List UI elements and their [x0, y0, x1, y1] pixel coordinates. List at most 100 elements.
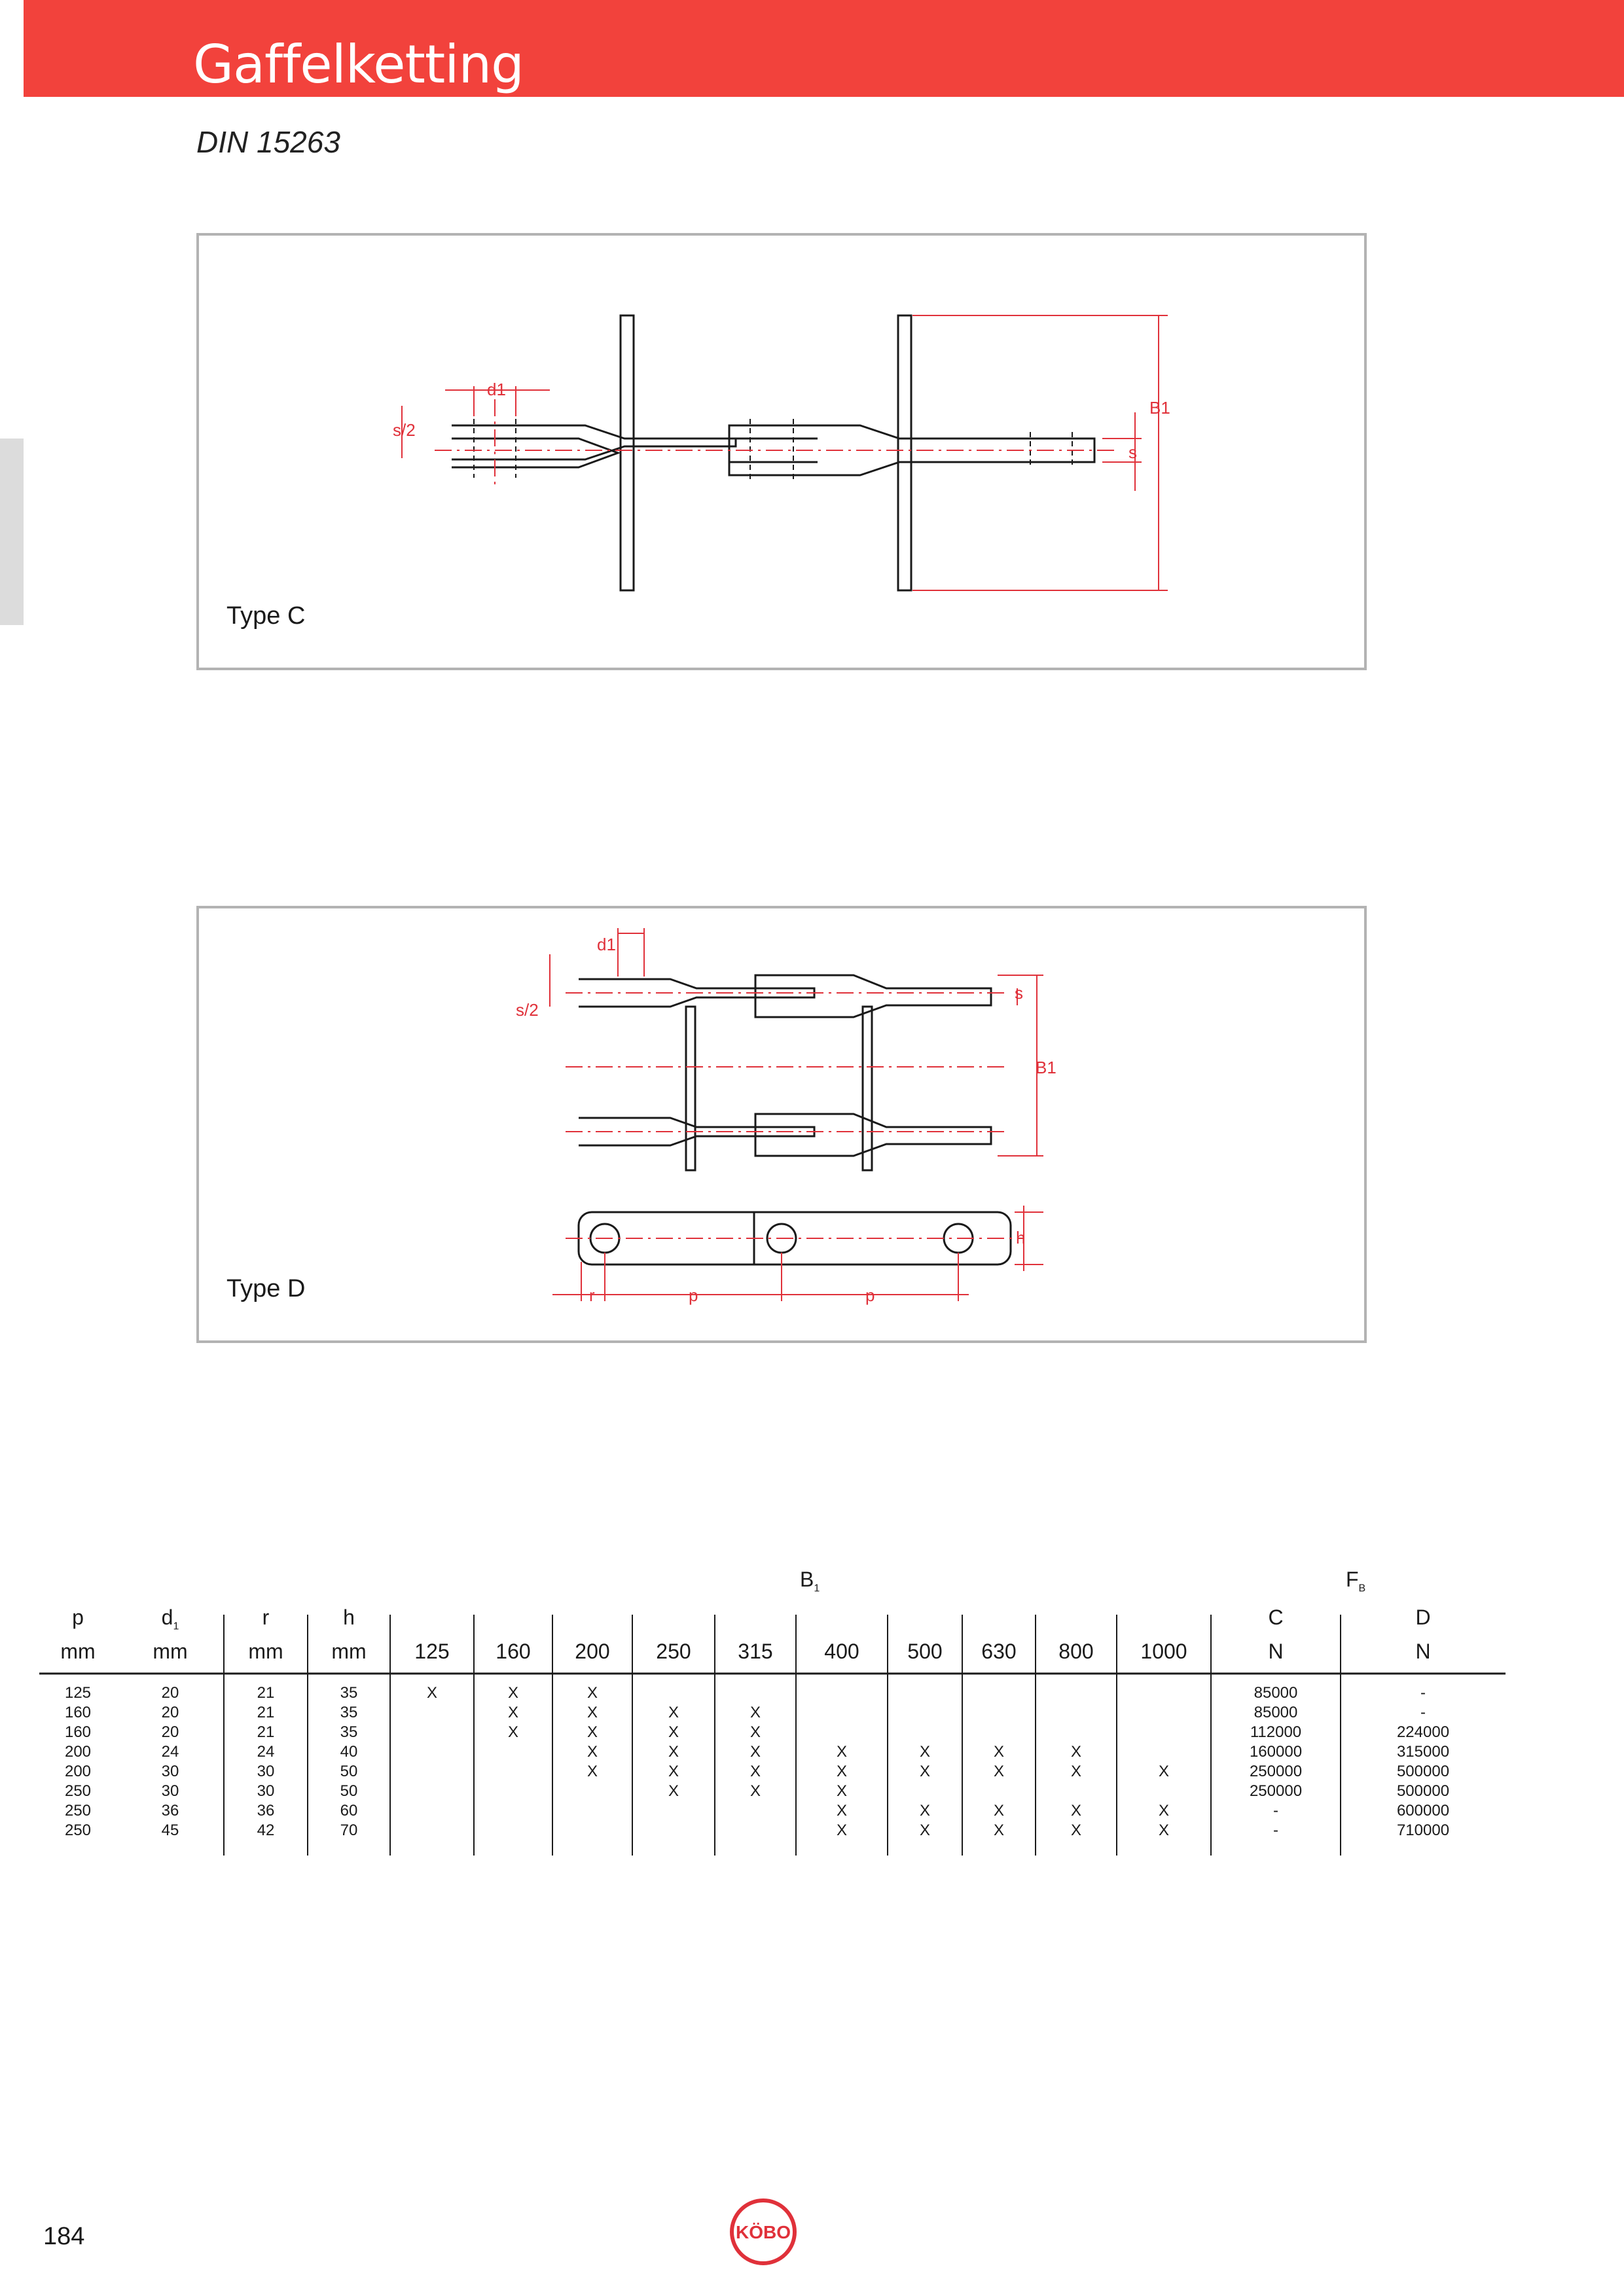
table-cell: 160 — [64, 1704, 92, 1721]
dim-b1-d: B1 — [1036, 1058, 1056, 1077]
table-cell: 21 — [257, 1723, 275, 1741]
table-cell: 20 — [161, 1684, 179, 1702]
table-cell: X — [668, 1704, 679, 1721]
table-cell: - — [1420, 1704, 1426, 1721]
header-bar — [24, 0, 1624, 97]
table-cell: X — [749, 1723, 761, 1741]
table-cell: X — [749, 1743, 761, 1761]
dim-s-c: s — [1128, 442, 1137, 462]
header-symbol-text: r — [262, 1605, 270, 1629]
group-fb-label: FB — [1346, 1568, 1365, 1594]
dim-b1-c: B1 — [1149, 398, 1170, 418]
table-cell: X — [1070, 1763, 1081, 1780]
header-unit: N — [1268, 1640, 1284, 1663]
dim-s2-c: s/2 — [393, 420, 416, 440]
table-cell: 70 — [340, 1821, 358, 1839]
header-unit: 400 — [824, 1640, 859, 1663]
dim-s2-d: s/2 — [516, 1000, 539, 1020]
header-unit: 800 — [1058, 1640, 1094, 1663]
table-cell: 20 — [161, 1704, 179, 1721]
header-symbol-text: p — [72, 1605, 84, 1629]
table-cell: X — [993, 1821, 1004, 1839]
table-cell: X — [668, 1763, 679, 1780]
table-cell: X — [1158, 1802, 1169, 1820]
dim-d1-d: d1 — [597, 935, 616, 954]
table-cell: X — [836, 1743, 847, 1761]
table-cell: X — [749, 1782, 761, 1800]
table-cell: 160000 — [1249, 1743, 1303, 1761]
table-cell: X — [919, 1802, 930, 1820]
header-symbol: d1 — [117, 1605, 224, 1632]
header-symbol: C — [1211, 1605, 1341, 1630]
table-cell: X — [1158, 1821, 1169, 1839]
table-cell: 35 — [340, 1723, 358, 1741]
group-fb-sub: B — [1358, 1583, 1366, 1594]
header-unit: 630 — [981, 1640, 1017, 1663]
header-symbol-text: h — [343, 1605, 355, 1629]
header-unit: 200 — [575, 1640, 610, 1663]
page-number: 184 — [43, 2223, 85, 2250]
table-cell: 50 — [340, 1763, 358, 1780]
table-cell: - — [1420, 1684, 1426, 1702]
table-cell: 42 — [257, 1821, 275, 1839]
header-unit: 250 — [656, 1640, 691, 1663]
table-cell: 50 — [340, 1782, 358, 1800]
table-cell: - — [1273, 1821, 1278, 1839]
table-cell: 250000 — [1249, 1782, 1303, 1800]
side-view-plate — [577, 1211, 1012, 1266]
table-cell: 250 — [64, 1802, 92, 1820]
table-cell: X — [749, 1763, 761, 1780]
table-cell: X — [919, 1763, 930, 1780]
header-symbol: r — [224, 1605, 308, 1630]
table-cell: 40 — [340, 1743, 358, 1761]
table-cell: 35 — [340, 1704, 358, 1721]
table-cell: 60 — [340, 1802, 358, 1820]
table-cell: 160 — [64, 1723, 92, 1741]
table-cell: 85000 — [1254, 1704, 1298, 1721]
header-unit: mm — [331, 1640, 367, 1663]
header-symbol-text: D — [1415, 1605, 1431, 1629]
header-unit: 315 — [738, 1640, 773, 1663]
table-cell: X — [836, 1782, 847, 1800]
table-cell: - — [1273, 1802, 1278, 1820]
group-b1-sub: 1 — [814, 1583, 820, 1594]
table-cell: X — [586, 1743, 598, 1761]
page-title: Gaffelketting — [193, 34, 524, 95]
table-cell: 30 — [161, 1782, 179, 1800]
table-cell: 36 — [161, 1802, 179, 1820]
header-unit: 125 — [414, 1640, 450, 1663]
table-cell: 710000 — [1396, 1821, 1450, 1839]
bottom-strand-right — [754, 1113, 992, 1157]
fork-link-middle — [728, 424, 1096, 476]
table-cell: 24 — [161, 1743, 179, 1761]
dim-h: h — [1016, 1228, 1025, 1247]
table-cell: X — [919, 1743, 930, 1761]
page-subtitle: DIN 15263 — [196, 125, 340, 159]
table-cell: 250 — [64, 1782, 92, 1800]
dim-p-1: p — [689, 1285, 698, 1305]
type-d-drawing: d1 s/2 B1 s h r p p — [516, 928, 1056, 1305]
table-cell: X — [1070, 1821, 1081, 1839]
table-cell: 85000 — [1254, 1684, 1298, 1702]
group-fb-text: F — [1346, 1568, 1359, 1591]
header-symbol-text: C — [1268, 1605, 1284, 1629]
table-cell: 200 — [64, 1743, 92, 1761]
table-cell: X — [507, 1684, 518, 1702]
table-cell: X — [836, 1821, 847, 1839]
table-cell: 21 — [257, 1684, 275, 1702]
logo-text: KÖBO — [736, 2222, 791, 2242]
top-strand-right — [754, 974, 992, 1018]
table-cell: X — [993, 1802, 1004, 1820]
table-cell: 35 — [340, 1684, 358, 1702]
header-symbol: D — [1341, 1605, 1506, 1630]
header-unit: mm — [248, 1640, 283, 1663]
header-unit: mm — [60, 1640, 96, 1663]
table-cell: 20 — [161, 1723, 179, 1741]
group-b1-label: B1 — [800, 1568, 820, 1594]
flight-bar-left — [619, 314, 635, 592]
table-cell: X — [426, 1684, 437, 1702]
table-cell: X — [586, 1684, 598, 1702]
table-cell: 30 — [257, 1782, 275, 1800]
table-cell: X — [668, 1782, 679, 1800]
fork-link-left — [452, 424, 737, 461]
